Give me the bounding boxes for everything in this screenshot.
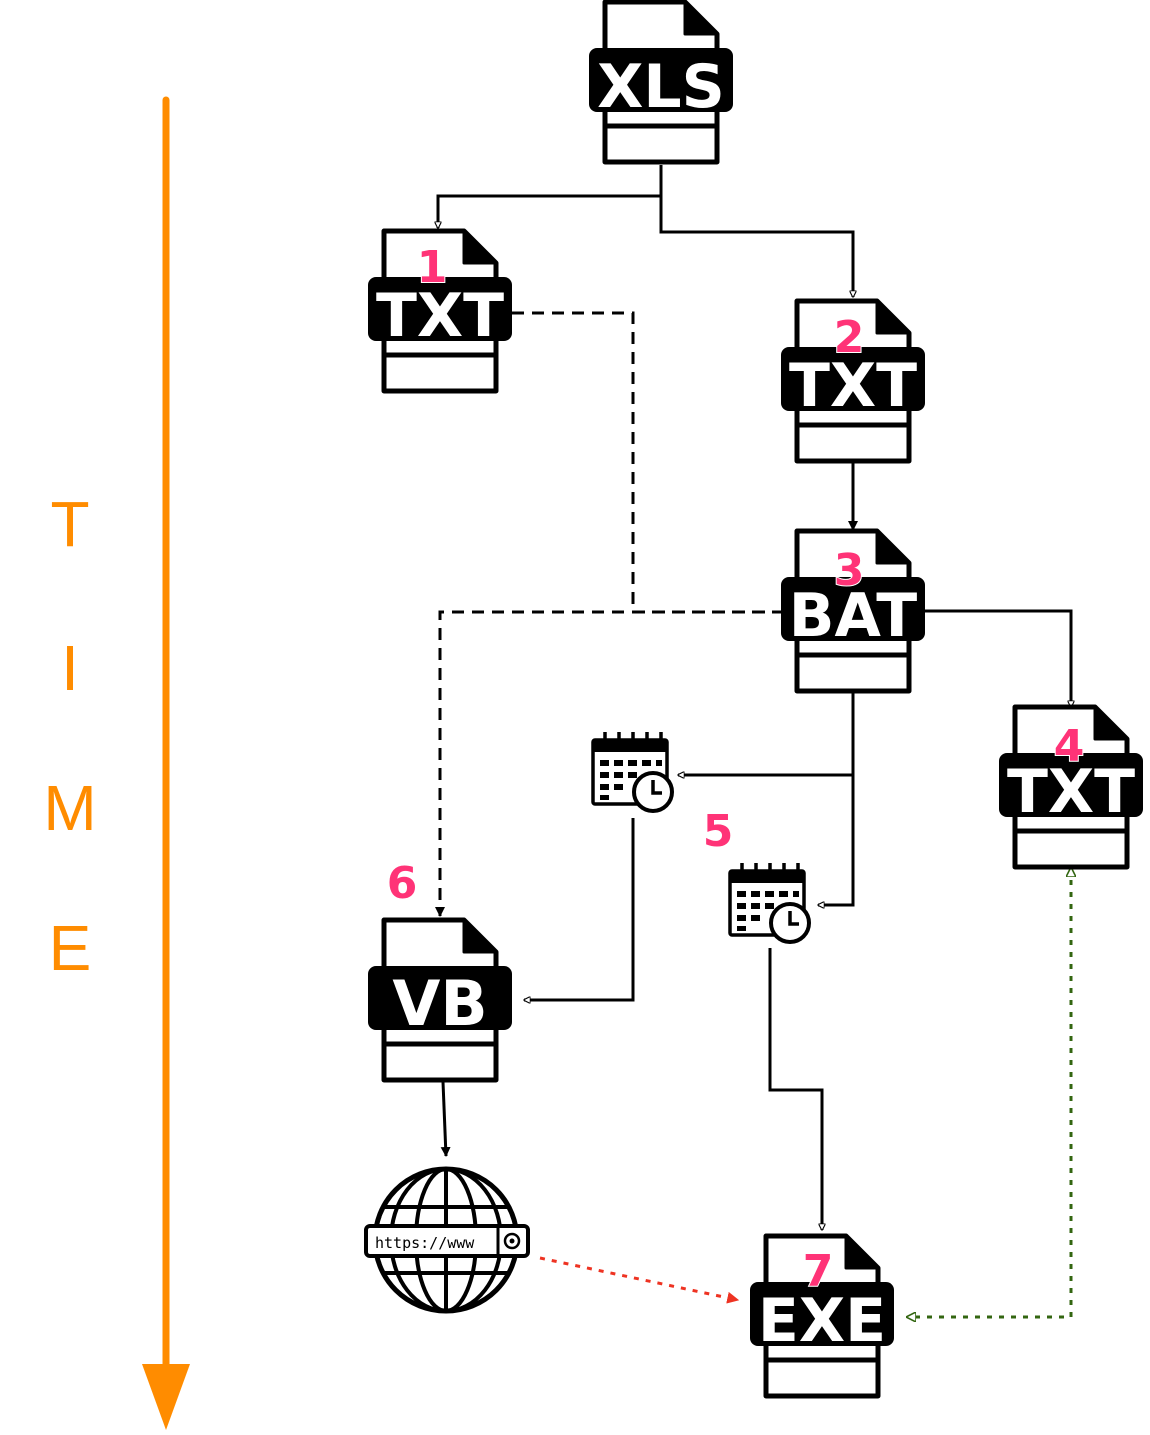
file-xls: XLS [589, 2, 733, 162]
arrow-bat-to-scheduler-b [818, 690, 855, 905]
file-vb-label: VB [392, 967, 487, 1040]
dashed-txt1-to-bat [472, 311, 784, 614]
file-exe-label: EXE [758, 1286, 886, 1356]
step-1-number: 1 [417, 242, 448, 293]
file-txt-2: TXT 2 [781, 301, 925, 461]
time-letter-i: I [61, 632, 79, 704]
calendar-clock-icon [591, 730, 674, 813]
step-4-number: 4 [1054, 721, 1085, 772]
arrow-xls-to-txt1 [438, 165, 663, 228]
arrow-scheduler-a-to-vb [524, 818, 635, 1000]
download-arrow [539, 1256, 740, 1304]
file-xls-label: XLS [597, 52, 725, 122]
file-exe: EXE 7 [750, 1236, 894, 1396]
arrow-vb-to-web [440, 1081, 451, 1157]
scheduled-task-b [728, 861, 811, 944]
step-6-number: 6 [387, 858, 418, 909]
step-5-number: 5 [703, 806, 734, 857]
calendar-clock-icon [728, 861, 811, 944]
file-vb: VB [368, 920, 512, 1080]
dashed-bat-to-vb [435, 610, 784, 917]
dashed-connectors [435, 311, 784, 917]
file-txt-1: TXT 1 [368, 231, 512, 391]
arrow-bat-to-txt4 [920, 609, 1071, 707]
file-txt-4-label: TXT [1007, 757, 1135, 827]
time-letter-t: T [50, 488, 90, 560]
time-letter-e: E [48, 912, 92, 984]
step-7-number: 7 [803, 1246, 834, 1297]
arrow-xls-to-txt2 [659, 196, 853, 297]
time-axis [142, 96, 190, 1430]
file-bat-label: BAT [789, 581, 918, 651]
scheduled-task-a [591, 730, 674, 813]
step-2-number: 2 [834, 312, 865, 363]
link-arrow [907, 868, 1071, 1317]
file-txt-1-label: TXT [376, 281, 504, 351]
file-bat: BAT 3 [781, 531, 925, 691]
time-letter-m: M [43, 772, 97, 844]
globe-icon: https://www [364, 1166, 530, 1314]
file-txt-2-label: TXT [789, 351, 917, 421]
file-txt-4: TXT 4 [999, 707, 1143, 867]
web-url: https://www [375, 1234, 475, 1252]
arrow-scheduler-b-to-exe [768, 948, 822, 1230]
step-3-number: 3 [834, 545, 865, 596]
connectors [438, 165, 1071, 1230]
